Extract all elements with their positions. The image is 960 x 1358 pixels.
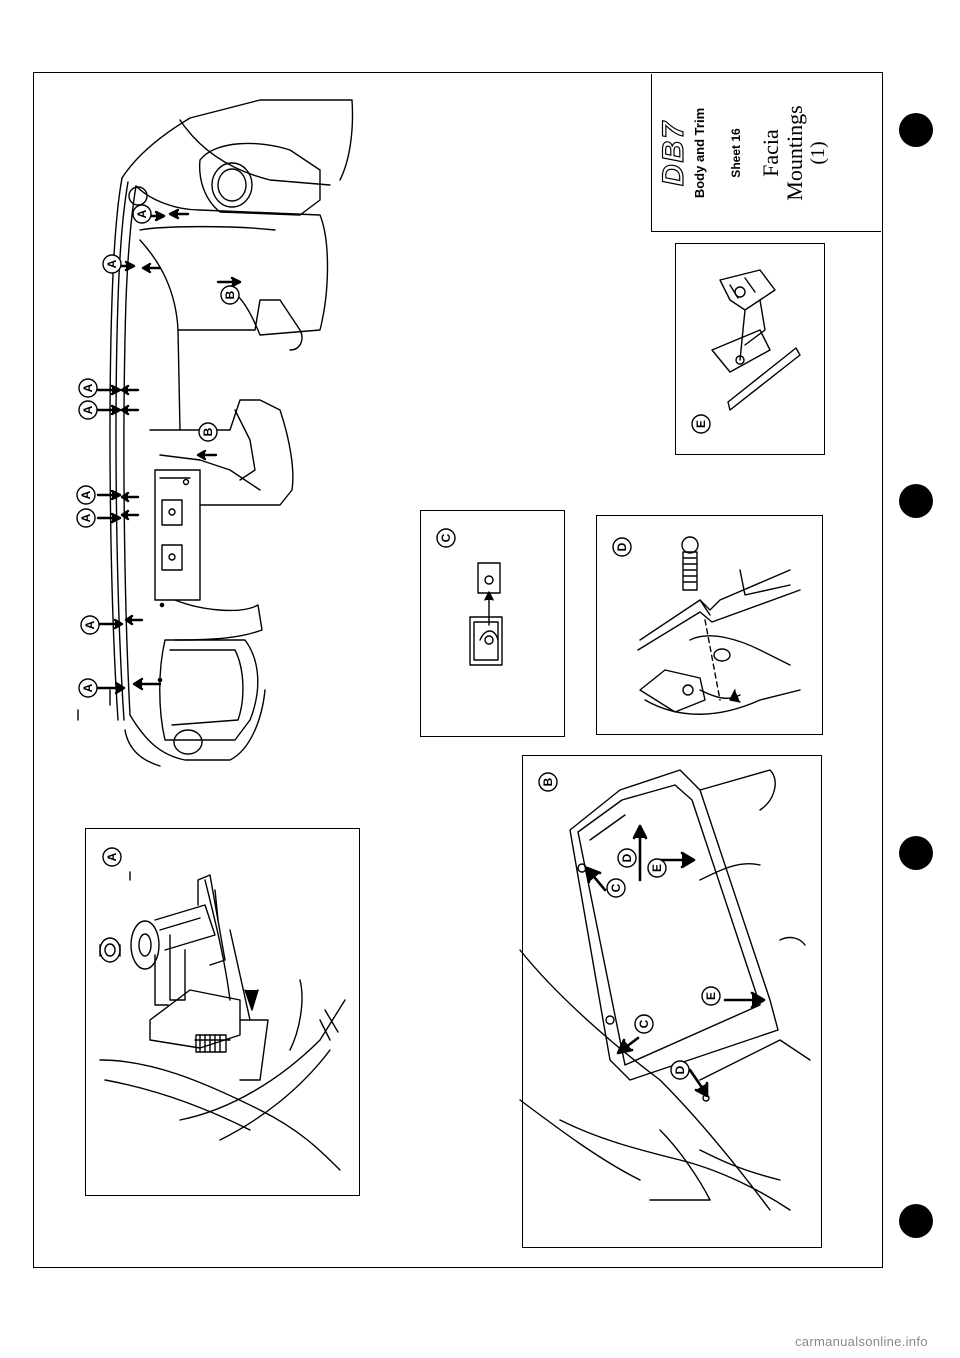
binder-hole-3 <box>899 836 933 870</box>
main-arrows <box>96 208 242 695</box>
detail-panel-c <box>420 510 565 737</box>
callout-b-label: B <box>201 427 215 436</box>
callout-a-label: A <box>79 513 93 522</box>
callout-b-label: B <box>223 290 237 299</box>
callout-a-label: A <box>79 490 93 499</box>
page-frame <box>33 72 883 1268</box>
detail-panel-d <box>596 515 823 735</box>
binder-hole-2 <box>899 484 933 518</box>
detail-panel-a <box>85 828 360 1196</box>
binder-hole-1 <box>899 113 933 147</box>
callout-a-label: A <box>83 620 97 629</box>
title-block: DB7 Body and Trim Sheet 16 Facia Mountin… <box>651 74 881 232</box>
callout-a-label: A <box>135 209 149 218</box>
detail-panel-b <box>522 755 822 1248</box>
callout-e-label: E <box>650 864 664 872</box>
callout-circles <box>76 204 721 1080</box>
callout-c-label: C <box>439 533 453 542</box>
callout-a-label: A <box>81 683 95 692</box>
callout-e-label: E <box>704 992 718 1000</box>
callout-c-label: C <box>637 1019 651 1028</box>
detail-a-drawing <box>99 871 346 1171</box>
callout-c-label: C <box>609 883 623 892</box>
callout-a-label: A <box>81 383 95 392</box>
callout-a-label: A <box>81 405 95 414</box>
detail-b-drawing <box>519 769 811 1211</box>
detail-c-drawing <box>469 562 503 666</box>
binder-hole-4 <box>899 1204 933 1238</box>
callout-a-label: A <box>105 259 119 268</box>
callout-e-label: E <box>694 420 708 428</box>
watermark: carmanualsonline.info <box>795 1334 928 1349</box>
detail-d-drawing <box>637 536 801 715</box>
callout-d-label: D <box>620 853 634 862</box>
callout-d-label: D <box>615 542 629 551</box>
detail-e-drawing <box>711 269 801 411</box>
callout-d-label: D <box>673 1065 687 1074</box>
callout-a-label: A <box>105 852 119 861</box>
detail-b-arrows <box>585 824 766 1098</box>
facia-main-view <box>77 99 354 767</box>
callout-b-label: B <box>541 777 555 786</box>
